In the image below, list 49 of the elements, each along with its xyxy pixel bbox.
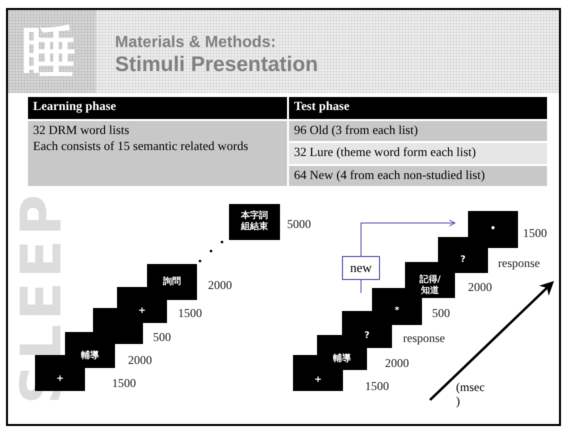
stimulus-text: 輔導 <box>333 354 351 364</box>
duration-label: 1500 <box>178 306 202 321</box>
duration-label: 2000 <box>128 353 152 368</box>
stimulus-text: 輔導 <box>81 350 99 362</box>
stimulus-screen <box>317 335 367 370</box>
stimulus-text: ? <box>460 255 466 266</box>
table-cell: 64 New (4 from each non-studied list) <box>289 166 547 186</box>
stimulus-text: + <box>314 375 322 386</box>
stimulus-screen <box>293 355 343 391</box>
stimulus-screen <box>147 264 197 300</box>
subtitle: Materials & Methods: <box>115 34 276 52</box>
slide-title: Stimuli Presentation <box>115 53 318 77</box>
duration-label: 2000 <box>208 278 232 293</box>
table-header: Learning phase <box>28 97 287 119</box>
table-header: Test phase <box>289 97 547 119</box>
duration-label: 500 <box>153 330 171 345</box>
stimulus-text: 本字詞組結束 <box>240 211 269 233</box>
stimulus-text: ? <box>364 331 370 342</box>
duration-label: 1500 <box>365 379 389 394</box>
duration-label: 5000 <box>287 217 311 232</box>
duration-label: 1500 <box>112 376 136 391</box>
stimulus-screen <box>65 332 115 368</box>
label-text: new <box>350 260 372 276</box>
table-cell: 96 Old (3 from each list) <box>289 121 547 141</box>
header-glyph: 睡 <box>22 22 76 82</box>
stimulus-text: • <box>490 224 496 235</box>
unit-label: (msec ) <box>456 380 486 408</box>
duration-label: 1500 <box>523 226 547 241</box>
duration-label: response <box>403 331 445 346</box>
stimulus-text: 詢問 <box>163 276 181 288</box>
stimulus-text: 記得/知道 <box>418 274 442 296</box>
stimulus-screen <box>372 288 422 325</box>
cell-text: 32 DRM word lists <box>32 122 130 139</box>
arrow <box>360 220 456 256</box>
stimulus-screen <box>438 237 488 273</box>
stimulus-text: * <box>394 306 400 317</box>
stimulus-screen <box>468 211 518 248</box>
label-box <box>342 256 380 280</box>
duration-label: response <box>498 256 540 271</box>
stimulus-screen <box>342 311 392 348</box>
stimulus-screen <box>93 308 143 344</box>
stimulus-screen <box>117 287 167 323</box>
duration-label: 2000 <box>385 356 409 371</box>
duration-label: 2000 <box>468 280 492 295</box>
stimulus-text: + <box>138 306 146 317</box>
stimulus-screen <box>229 204 280 240</box>
duration-label: 500 <box>432 306 450 321</box>
table-cell: 32 Lure (theme word form each list) <box>289 143 547 164</box>
cell-text: Each consists of 15 semantic related words <box>32 138 250 155</box>
